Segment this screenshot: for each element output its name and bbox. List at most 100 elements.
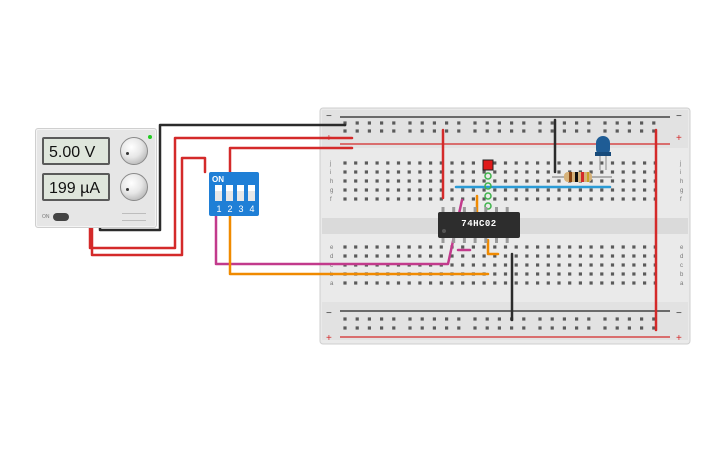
breadboard-hole[interactable] [461, 263, 465, 267]
breadboard-hole[interactable] [493, 188, 497, 192]
breadboard-hole[interactable] [497, 121, 501, 125]
breadboard-hole[interactable] [386, 245, 390, 249]
breadboard-hole[interactable] [538, 317, 542, 321]
breadboard-hole[interactable] [354, 161, 358, 165]
breadboard-hole[interactable] [615, 326, 619, 330]
breadboard-hole[interactable] [652, 317, 656, 321]
breadboard-hole[interactable] [471, 281, 475, 285]
breadboard-hole[interactable] [450, 197, 454, 201]
breadboard-hole[interactable] [375, 254, 379, 258]
breadboard-hole[interactable] [461, 170, 465, 174]
breadboard-hole[interactable] [610, 179, 615, 183]
breadboard-hole[interactable] [386, 254, 390, 258]
breadboard-hole[interactable] [396, 245, 401, 249]
breadboard-hole[interactable] [420, 326, 424, 330]
breadboard-hole[interactable] [367, 317, 371, 321]
breadboard-hole[interactable] [408, 121, 412, 125]
breadboard-hole[interactable] [408, 317, 412, 321]
breadboard-hole[interactable] [450, 179, 454, 183]
breadboard-hole[interactable] [546, 263, 550, 267]
breadboard-hole[interactable] [418, 245, 422, 249]
breadboard-hole[interactable] [546, 179, 550, 183]
breadboard-hole[interactable] [471, 161, 475, 165]
breadboard-hole[interactable] [503, 263, 508, 267]
breadboard-hole[interactable] [536, 263, 540, 267]
dip-toggle-4[interactable] [248, 185, 255, 201]
breadboard-hole[interactable] [557, 188, 561, 192]
breadboard-hole[interactable] [439, 179, 443, 183]
breadboard-hole[interactable] [450, 170, 454, 174]
breadboard-hole[interactable] [364, 188, 368, 192]
breadboard-hole[interactable] [550, 129, 554, 133]
breadboard-hole[interactable] [610, 197, 615, 201]
breadboard-hole[interactable] [375, 281, 379, 285]
breadboard-hole[interactable] [343, 254, 347, 258]
breadboard-hole[interactable] [589, 188, 593, 192]
breadboard-hole[interactable] [364, 179, 368, 183]
breadboard-hole[interactable] [485, 326, 489, 330]
breadboard-hole[interactable] [420, 317, 424, 321]
breadboard-hole[interactable] [354, 254, 358, 258]
breadboard-hole[interactable] [473, 326, 477, 330]
breadboard-hole[interactable] [407, 197, 411, 201]
breadboard-hole[interactable] [538, 121, 542, 125]
breadboard-hole[interactable] [536, 161, 540, 165]
breadboard-hole[interactable] [343, 170, 347, 174]
breadboard-hole[interactable] [457, 129, 461, 133]
breadboard-hole[interactable] [640, 326, 644, 330]
breadboard-hole[interactable] [354, 170, 358, 174]
breadboard-hole[interactable] [355, 317, 359, 321]
breadboard-hole[interactable] [621, 263, 625, 267]
breadboard-hole[interactable] [482, 197, 486, 201]
breadboard-hole[interactable] [482, 179, 486, 183]
breadboard-hole[interactable] [610, 161, 615, 165]
breadboard-hole[interactable] [439, 197, 443, 201]
breadboard-hole[interactable] [429, 281, 433, 285]
breadboard-hole[interactable] [538, 129, 542, 133]
breadboard-hole[interactable] [587, 121, 591, 125]
breadboard-hole[interactable] [603, 326, 607, 330]
breadboard-hole[interactable] [343, 129, 347, 133]
breadboard-hole[interactable] [652, 326, 656, 330]
breadboard-hole[interactable] [461, 254, 465, 258]
breadboard-hole[interactable] [503, 179, 508, 183]
breadboard-hole[interactable] [640, 317, 644, 321]
breadboard-hole[interactable] [562, 121, 566, 125]
breadboard-hole[interactable] [364, 281, 368, 285]
breadboard-hole[interactable] [615, 129, 619, 133]
breadboard-hole[interactable] [568, 161, 572, 165]
breadboard-hole[interactable] [632, 245, 636, 249]
breadboard-hole[interactable] [525, 170, 529, 174]
breadboard-hole[interactable] [546, 197, 550, 201]
breadboard-hole[interactable] [471, 263, 475, 267]
breadboard-hole[interactable] [610, 272, 615, 276]
breadboard-hole[interactable] [600, 245, 604, 249]
breadboard-hole[interactable] [396, 170, 401, 174]
breadboard-hole[interactable] [429, 254, 433, 258]
breadboard-hole[interactable] [600, 179, 604, 183]
breadboard-hole[interactable] [354, 197, 358, 201]
breadboard-hole[interactable] [343, 179, 347, 183]
breadboard-hole[interactable] [343, 245, 347, 249]
dip-toggle-1[interactable] [215, 185, 222, 201]
breadboard-hole[interactable] [514, 263, 518, 267]
breadboard-hole[interactable] [408, 326, 412, 330]
breadboard-hole[interactable] [343, 197, 347, 201]
breadboard-hole[interactable] [568, 254, 572, 258]
breadboard-hole[interactable] [510, 129, 514, 133]
breadboard-hole[interactable] [575, 326, 579, 330]
resistor[interactable] [552, 172, 612, 182]
breadboard-hole[interactable] [461, 179, 465, 183]
breadboard-hole[interactable] [568, 272, 572, 276]
breadboard-hole[interactable] [432, 121, 436, 125]
breadboard-hole[interactable] [396, 197, 401, 201]
breadboard-hole[interactable] [432, 317, 436, 321]
breadboard-hole[interactable] [578, 281, 582, 285]
breadboard-hole[interactable] [557, 254, 561, 258]
breadboard-hole[interactable] [621, 272, 625, 276]
breadboard-hole[interactable] [429, 161, 433, 165]
breadboard-hole[interactable] [600, 272, 604, 276]
breadboard-hole[interactable] [621, 197, 625, 201]
breadboard-hole[interactable] [643, 188, 647, 192]
breadboard-hole[interactable] [621, 188, 625, 192]
